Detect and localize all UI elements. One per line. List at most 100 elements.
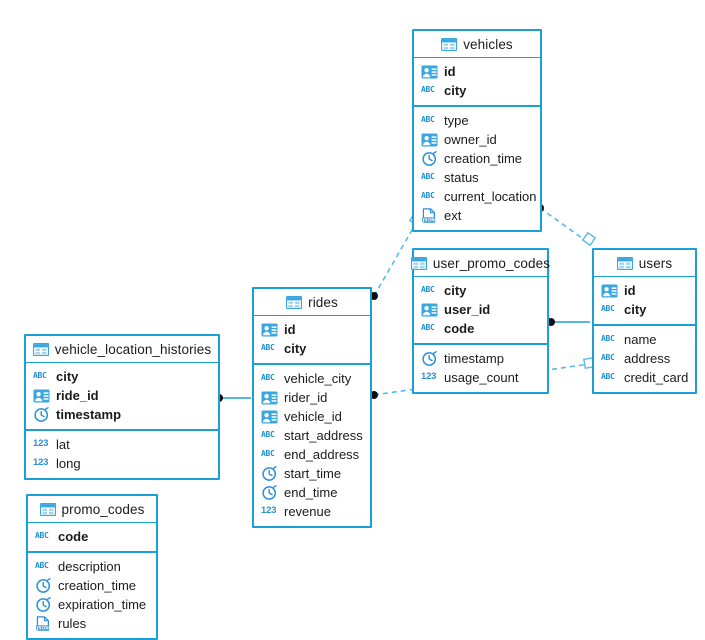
table-header-users[interactable]: users (594, 250, 695, 277)
column-row[interactable]: 123 usage_count (414, 368, 547, 387)
column-row[interactable]: expiration_time (28, 595, 156, 614)
abc-text-type-icon: ABC (33, 370, 47, 380)
relationship-endpoint-square (581, 231, 597, 247)
abc-text-type-icon: ABC (421, 284, 435, 294)
table-name: vehicle_location_histories (54, 341, 212, 357)
column-name: code (58, 529, 89, 544)
abc-text-type-icon: ABC (601, 371, 615, 381)
abc-text-type-icon: ABC (35, 530, 49, 540)
column-row[interactable]: ABC credit_card (594, 368, 695, 387)
relationship-user_promo_codes-users[interactable] (547, 318, 590, 326)
table-header-rides[interactable]: rides (254, 289, 370, 316)
column-row[interactable]: ABC city (414, 281, 547, 300)
abc-text-type-icon: ABC (421, 84, 435, 94)
table-icon (286, 295, 303, 309)
number-type-icon: 123 (33, 437, 49, 449)
number-type-icon: 123 (421, 370, 437, 382)
column-row[interactable]: timestamp (26, 405, 218, 424)
column-name: usage_count (444, 370, 519, 385)
column-row[interactable]: id (594, 281, 695, 300)
abc-text-type-icon: ABC (601, 352, 615, 362)
column-name: code (444, 321, 475, 336)
column-row[interactable]: ride_id (26, 386, 218, 405)
table-header-vehicles[interactable]: vehicles (414, 31, 540, 58)
relationship-vehicles-users[interactable] (536, 204, 597, 247)
abc-text-type-icon: ABC (421, 322, 435, 332)
column-row[interactable]: id (414, 62, 540, 81)
table-header-user_promo_codes[interactable]: user_promo_codes (410, 250, 550, 277)
table-header-vehicle_location_histories[interactable]: vehicle_location_histories (26, 336, 218, 363)
abc-text-type-icon: ABC (261, 448, 275, 458)
column-row[interactable]: id (254, 320, 370, 339)
relationship-vehicle_location_histories-rides[interactable] (215, 394, 251, 402)
column-row[interactable]: rider_id (254, 388, 370, 407)
column-row[interactable]: ABC code (28, 527, 156, 546)
column-row[interactable]: owner_id (414, 130, 540, 149)
clock-icon (421, 351, 438, 366)
id-badge-icon (421, 65, 438, 79)
json-document-icon: JSON (35, 616, 52, 631)
abc-text-type-icon: ABC (421, 171, 435, 181)
column-row[interactable]: ABC code (414, 319, 547, 338)
clock-icon (421, 151, 438, 166)
column-name: type (444, 113, 469, 128)
id-badge-icon (421, 303, 438, 317)
clock-icon (35, 578, 52, 593)
column-name: city (444, 83, 467, 98)
number-type-icon: 123 (33, 456, 49, 468)
column-name: end_time (284, 485, 338, 500)
column-row[interactable]: vehicle_id (254, 407, 370, 426)
column-name: rider_id (284, 390, 328, 405)
column-name: credit_card (624, 370, 689, 385)
column-row[interactable]: end_time (254, 483, 370, 502)
table-header-promo_codes[interactable]: promo_codes (28, 496, 156, 523)
column-name: name (624, 332, 657, 347)
column-name: owner_id (444, 132, 497, 147)
table-icon (410, 256, 427, 270)
column-row[interactable]: 123 revenue (254, 502, 370, 521)
abc-text-type-icon: ABC (261, 372, 275, 382)
column-row[interactable]: 123 lat (26, 435, 218, 454)
column-name: ride_id (56, 388, 99, 403)
number-type-icon: 123 (261, 504, 277, 516)
json-document-icon: JSON (421, 208, 438, 223)
id-badge-icon (261, 410, 278, 424)
column-row[interactable]: ABC city (414, 81, 540, 100)
column-row[interactable]: creation_time (28, 576, 156, 595)
column-row[interactable]: timestamp (414, 349, 547, 368)
column-row[interactable]: start_time (254, 464, 370, 483)
id-badge-icon (421, 133, 438, 147)
column-name: city (444, 283, 467, 298)
column-row[interactable]: user_id (414, 300, 547, 319)
column-row[interactable]: creation_time (414, 149, 540, 168)
column-name: revenue (284, 504, 331, 519)
column-name: lat (56, 437, 70, 452)
